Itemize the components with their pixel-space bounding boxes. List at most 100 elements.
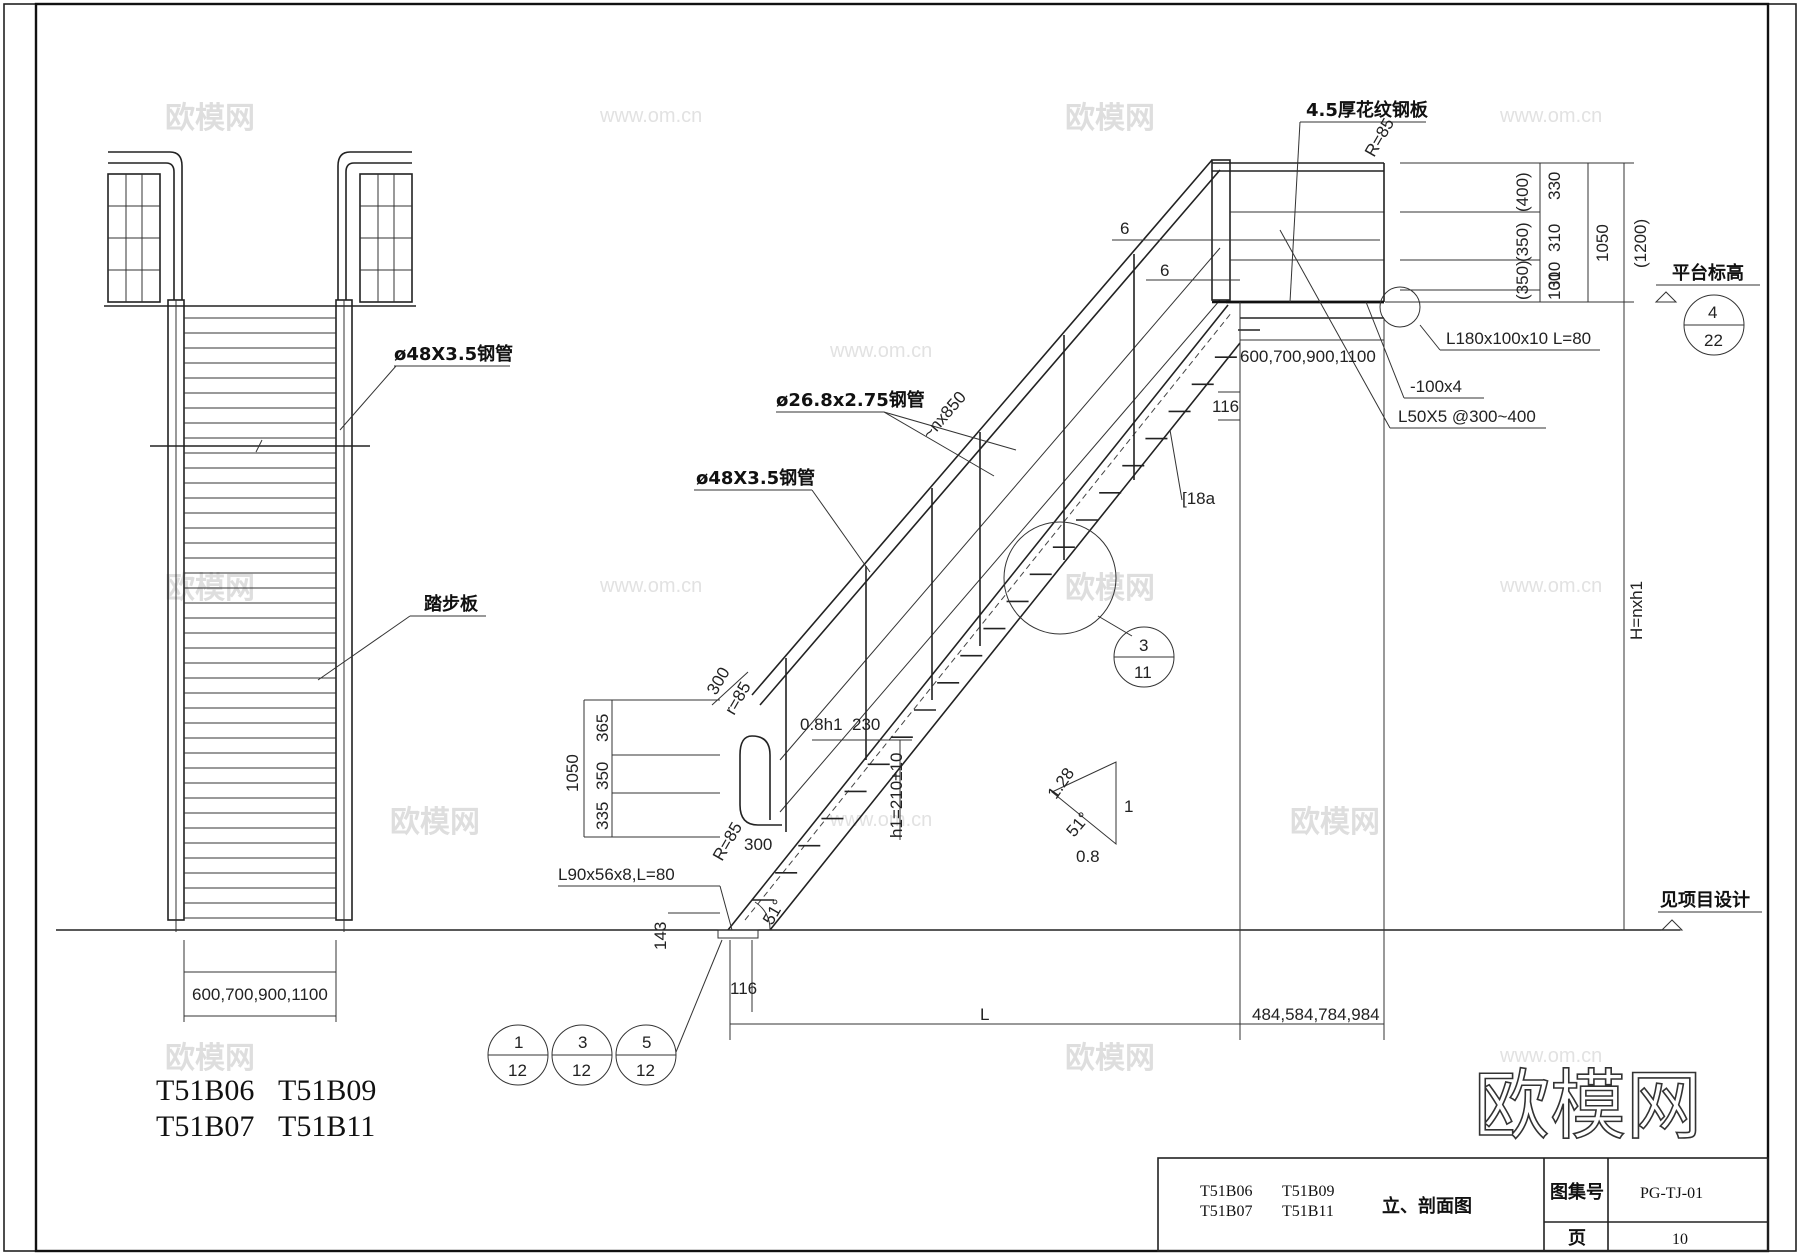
width-dimension: 600,700,900,1100 [192,985,328,1004]
page-number: 10 [1672,1231,1688,1248]
dim-310: 310 [1545,262,1564,290]
site-logo: 欧模网 [1474,1061,1702,1150]
angle-mid-label: L50X5 @300~400 [1398,407,1536,426]
pipe-small-label: ø26.8x2.75钢管 [776,389,925,411]
watermark: 欧模网 [1290,805,1380,840]
dim-365: 365 [593,714,612,742]
watermark-url: www.om.cn [1499,575,1602,597]
slope-angle: 51° [1063,809,1094,841]
ref-number: 3 [578,1033,587,1052]
offset-dimension: 484,584,784,984 [1252,1005,1380,1024]
watermark-url: www.om.cn [829,340,932,362]
height-label: H=nxh1 [1627,581,1646,640]
title-block: T51B06 T51B09 T51B07 T51B11 立、剖面图 图集号 PG… [1157,1157,1769,1252]
length-label: L [980,1005,989,1024]
watermark-url: www.om.cn [829,809,932,831]
page-label: 页 [1568,1228,1586,1249]
dim-100: 100 [1545,272,1564,300]
right-top-railing [337,151,413,303]
mark-label: 6 [1120,219,1129,238]
code: T51B09 [278,1074,376,1107]
dim-1050: 1050 [563,754,582,792]
dim-350: 350 [593,762,612,790]
pipe-big-label: ø48X3.5钢管 [696,467,815,489]
step-cleats [752,329,1260,901]
dim-330: 330 [1545,172,1564,200]
ref-number: 5 [642,1033,651,1052]
watermark: 欧模网 [390,805,480,840]
slope-label: 1.28 [1044,764,1079,802]
dim-1050: 1050 [1593,224,1612,262]
dim-116: 116 [730,979,757,998]
watermark: 欧模网 [1065,101,1155,136]
watermark: 欧模网 [1065,571,1155,606]
watermark: 欧模网 [165,101,255,136]
dim-400: (400) [1513,172,1532,212]
atlas-label: 图集号 [1550,1181,1604,1203]
slope-label: 0.8 [1076,847,1100,866]
dim-1200: (1200) [1631,219,1650,268]
mid-rail-lower [779,299,1221,813]
tb-code: T51B09 [1282,1183,1334,1200]
dim-230: 230 [852,715,880,734]
watermark-url: www.om.cn [1499,1045,1602,1067]
dim-0.8h1: 0.8h1 [800,715,843,734]
front-view: ø48X3.5钢管 踏步板 600,700,900,1100 [104,151,513,1022]
dim-310: 310 [1545,224,1564,252]
dim-143: 143 [651,922,670,950]
mark-label: 6 [1160,261,1169,280]
watermark: 欧模网 [165,1041,255,1076]
atlas-number: PG-TJ-01 [1640,1185,1703,1202]
ref-sheet: 11 [1134,663,1152,682]
slope-triangle [1051,761,1117,846]
watermark-url: www.om.cn [1499,105,1602,127]
ref-number: 1 [514,1033,523,1052]
sheet-frame [34,2,1770,1253]
watermark-url: www.om.cn [599,575,702,597]
width-dimension: 600,700,900,1100 [1240,347,1376,366]
slope-label: 1 [1124,797,1133,816]
code: T51B07 [156,1110,254,1143]
tread-plates [184,317,336,919]
radius-label: R=85 [709,819,746,864]
angle-bottom-label: L90x56x8,L=80 [558,865,675,884]
drawing-codes: T51B06 T51B09 T51B07 T51B11 [156,1074,376,1143]
code: T51B06 [156,1074,254,1107]
flat-bar-label: -100x4 [1410,377,1462,396]
left-top-railing [107,151,183,303]
stringer-top-edge [727,304,1229,931]
watermark: 欧模网 [1065,1041,1155,1076]
bottom-handrail-loop [739,735,782,826]
watermark-layer: 欧模网 欧模网 欧模网 欧模网 欧模网 欧模网 欧模网 欧模网 www.om.c… [165,101,1602,1076]
detail-circle [1379,286,1421,328]
see-design-label: 见项目设计 [1660,889,1750,911]
ref-number: 3 [1139,636,1148,655]
side-elevation: 4.5厚花纹钢板 R=85 330 310 310 100 (400) (350… [487,99,1762,1086]
dim-300: 300 [744,835,772,854]
plate-label: 4.5厚花纹钢板 [1306,99,1429,121]
drawing-title: 立、剖面图 [1382,1195,1472,1217]
base-angle: 51° [759,896,788,928]
ref-sheet: 12 [572,1061,591,1080]
code: T51B11 [278,1110,375,1143]
dim-350: (350) [1513,260,1532,300]
platform-elevation-label: 平台标高 [1672,262,1744,284]
dim-350: (350) [1513,222,1532,262]
tb-code: T51B07 [1200,1203,1252,1220]
tread-label: 踏步板 [424,593,479,615]
step-height-label: h1=210±10 [887,753,906,838]
tb-code: T51B06 [1200,1183,1252,1200]
tb-code: T51B11 [1282,1203,1334,1220]
ref-sheet: 22 [1704,331,1723,350]
detail-ref-bubbles: 1 12 3 12 5 12 [487,1024,677,1086]
ref-sheet: 12 [508,1061,527,1080]
ref-sheet: 12 [636,1061,655,1080]
angle-top-label: L180x100x10 L=80 [1446,329,1591,348]
channel-label: [18a [1182,489,1216,508]
mid-rail-upper [779,247,1221,761]
dim-335: 335 [593,802,612,830]
dim-116: 116 [1212,397,1239,416]
handrail-top [751,159,1213,696]
ref-number: 4 [1708,303,1717,322]
